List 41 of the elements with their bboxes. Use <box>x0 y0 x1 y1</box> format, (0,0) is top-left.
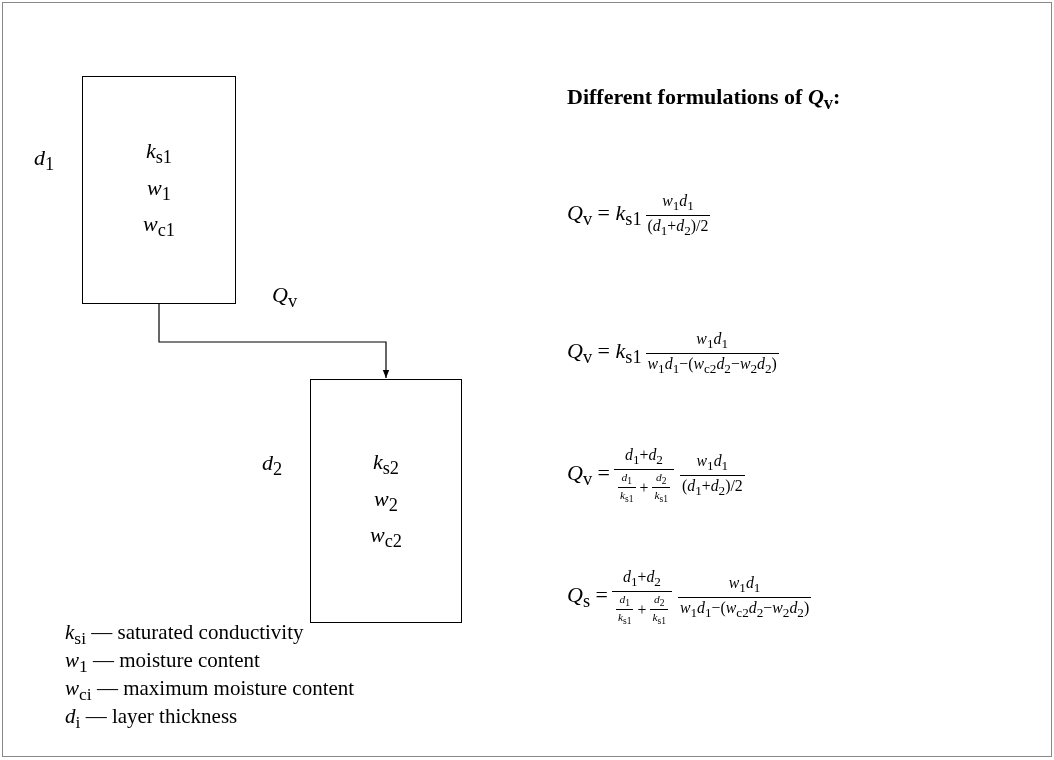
math-text: w$_{1}$d$_{1}$ <box>662 192 694 215</box>
variable-label: w$_{c2}$ <box>370 522 402 553</box>
definition-text: k$_{si}$ — saturated conductivity <box>65 620 304 650</box>
math-text: k$_{s1}$ <box>617 611 632 627</box>
math-text: + <box>639 478 649 497</box>
definition-text: d$_{i}$ — layer thickness <box>65 704 238 734</box>
layer-box <box>82 76 236 304</box>
edge-label: Q$_{v}$ <box>272 282 298 313</box>
math-text: d$_{2}$ <box>653 593 665 609</box>
math-text: d$_{1}$ <box>619 593 630 609</box>
variable-label: k$_{s1}$ <box>145 138 173 169</box>
thickness-label: d$_{1}$ <box>34 145 55 176</box>
math-text: Q$_{v}$ = k$_{s1}$ <box>567 200 642 231</box>
math-text: k$_{s1}$ <box>652 611 666 627</box>
heading: Different formulations of Q$_{v}$: <box>567 84 841 115</box>
math-text: d$_{1}$+d$_{2}$ <box>622 568 661 591</box>
math-text: + <box>637 600 647 619</box>
math-text: (d$_{1}$+d$_{2}$)/2 <box>681 476 743 499</box>
math-text: w$_{1}$d$_{1}$−(w$_{c2}$d$_{2}$−w$_{2}$d$_{2}$) <box>647 355 777 378</box>
variable-label: w$_{2}$ <box>374 485 398 517</box>
math-text: w$_{1}$d$_{1}$ <box>696 330 729 353</box>
math-text: w$_{1}$d$_{1}$ <box>696 451 729 474</box>
math-text: k$_{s1}$ <box>620 489 634 505</box>
math-text: Q$_{s}$ = <box>567 582 608 613</box>
math-text: k$_{s1}$ <box>654 489 668 505</box>
math-text: Q$_{v}$ = <box>567 460 610 491</box>
math-text: Q$_{v}$ = k$_{s1}$ <box>567 338 642 369</box>
definition-text: w$_{1}$ — moisture content <box>65 648 260 678</box>
thickness-label: d$_{2}$ <box>262 450 283 481</box>
variable-label: k$_{s2}$ <box>372 449 400 480</box>
arrow <box>158 303 390 379</box>
variable-label: w$_{1}$ <box>147 174 171 206</box>
math-text: d$_{2}$ <box>655 471 667 487</box>
math-text: d$_{1}$ <box>621 471 632 487</box>
layer-box <box>310 379 462 623</box>
variable-label: w$_{c1}$ <box>143 211 175 242</box>
math-text: (d$_{1}$+d$_{2}$)/2 <box>647 217 709 240</box>
definition-text: w$_{ci}$ — maximum moisture content <box>65 676 355 706</box>
math-text: d$_{1}$+d$_{2}$ <box>625 446 663 469</box>
math-text: w$_{1}$d$_{1}$−(w$_{c2}$d$_{2}$−w$_{2}$d$_{2}$) <box>679 598 810 621</box>
math-text: w$_{1}$d$_{1}$ <box>728 573 761 596</box>
